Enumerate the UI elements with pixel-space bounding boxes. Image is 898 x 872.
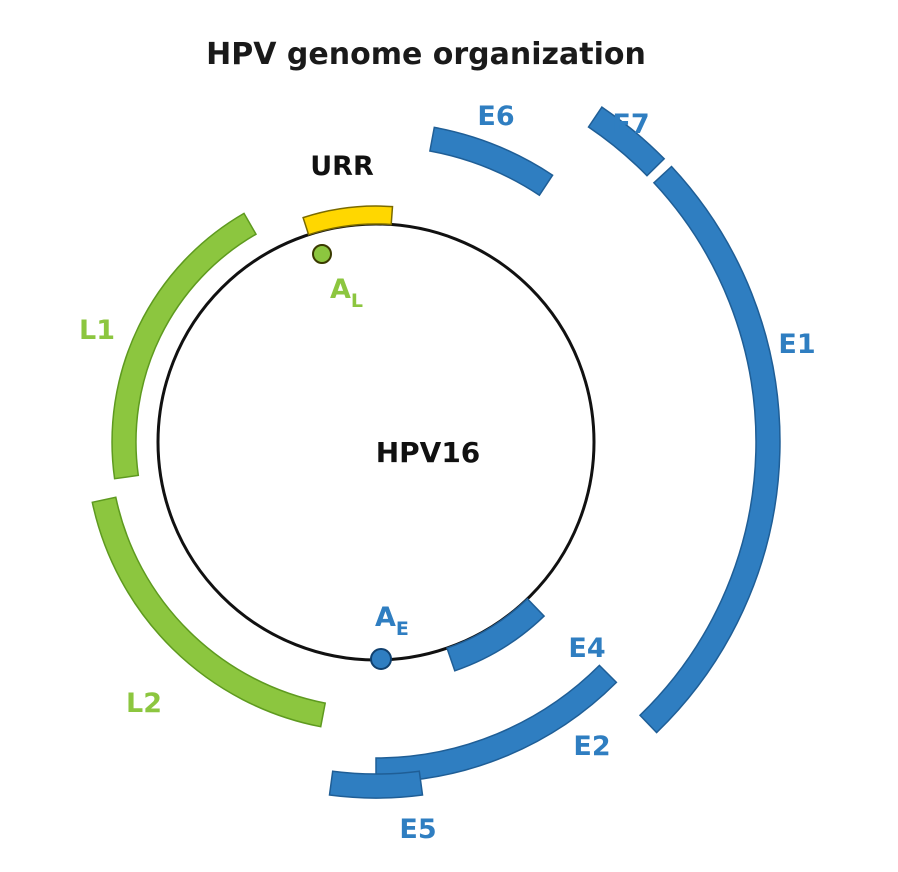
- gene-e4-label: E4: [568, 633, 605, 664]
- promoter-al-main: A: [330, 274, 351, 305]
- gene-e7-arc: [587, 106, 666, 177]
- promoter-ae-sub: E: [396, 618, 409, 640]
- diagram-title: HPV genome organization: [206, 37, 646, 72]
- plasmid-name-label: HPV16: [376, 436, 481, 469]
- promoter-ae-dot: [370, 648, 392, 670]
- promoter-ae-main: A: [375, 602, 396, 633]
- gene-e5-label: E5: [399, 814, 436, 845]
- promoter-al-label: AL: [330, 274, 363, 312]
- gene-e1-arc: [638, 165, 781, 734]
- gene-e7-label: E7: [612, 109, 649, 140]
- gene-e5-arc: [328, 770, 424, 799]
- gene-e6-label: E6: [477, 101, 514, 132]
- gene-e6-arc: [429, 126, 554, 197]
- gene-e2-arc: [375, 664, 618, 783]
- gene-e2-label: E2: [573, 731, 610, 762]
- promoter-al-dot: [312, 244, 332, 264]
- promoter-al-sub: L: [351, 290, 363, 312]
- gene-e1-label: E1: [778, 329, 815, 360]
- gene-l2-arc: [91, 496, 327, 728]
- gene-e4-arc: [446, 597, 546, 672]
- promoter-ae-label: AE: [375, 602, 409, 640]
- urr-label: URR: [310, 151, 374, 182]
- gene-l1-arc: [111, 212, 258, 480]
- gene-l1-label: L1: [79, 315, 115, 346]
- gene-l2-label: L2: [126, 688, 162, 719]
- urr-region-arc: [302, 205, 394, 236]
